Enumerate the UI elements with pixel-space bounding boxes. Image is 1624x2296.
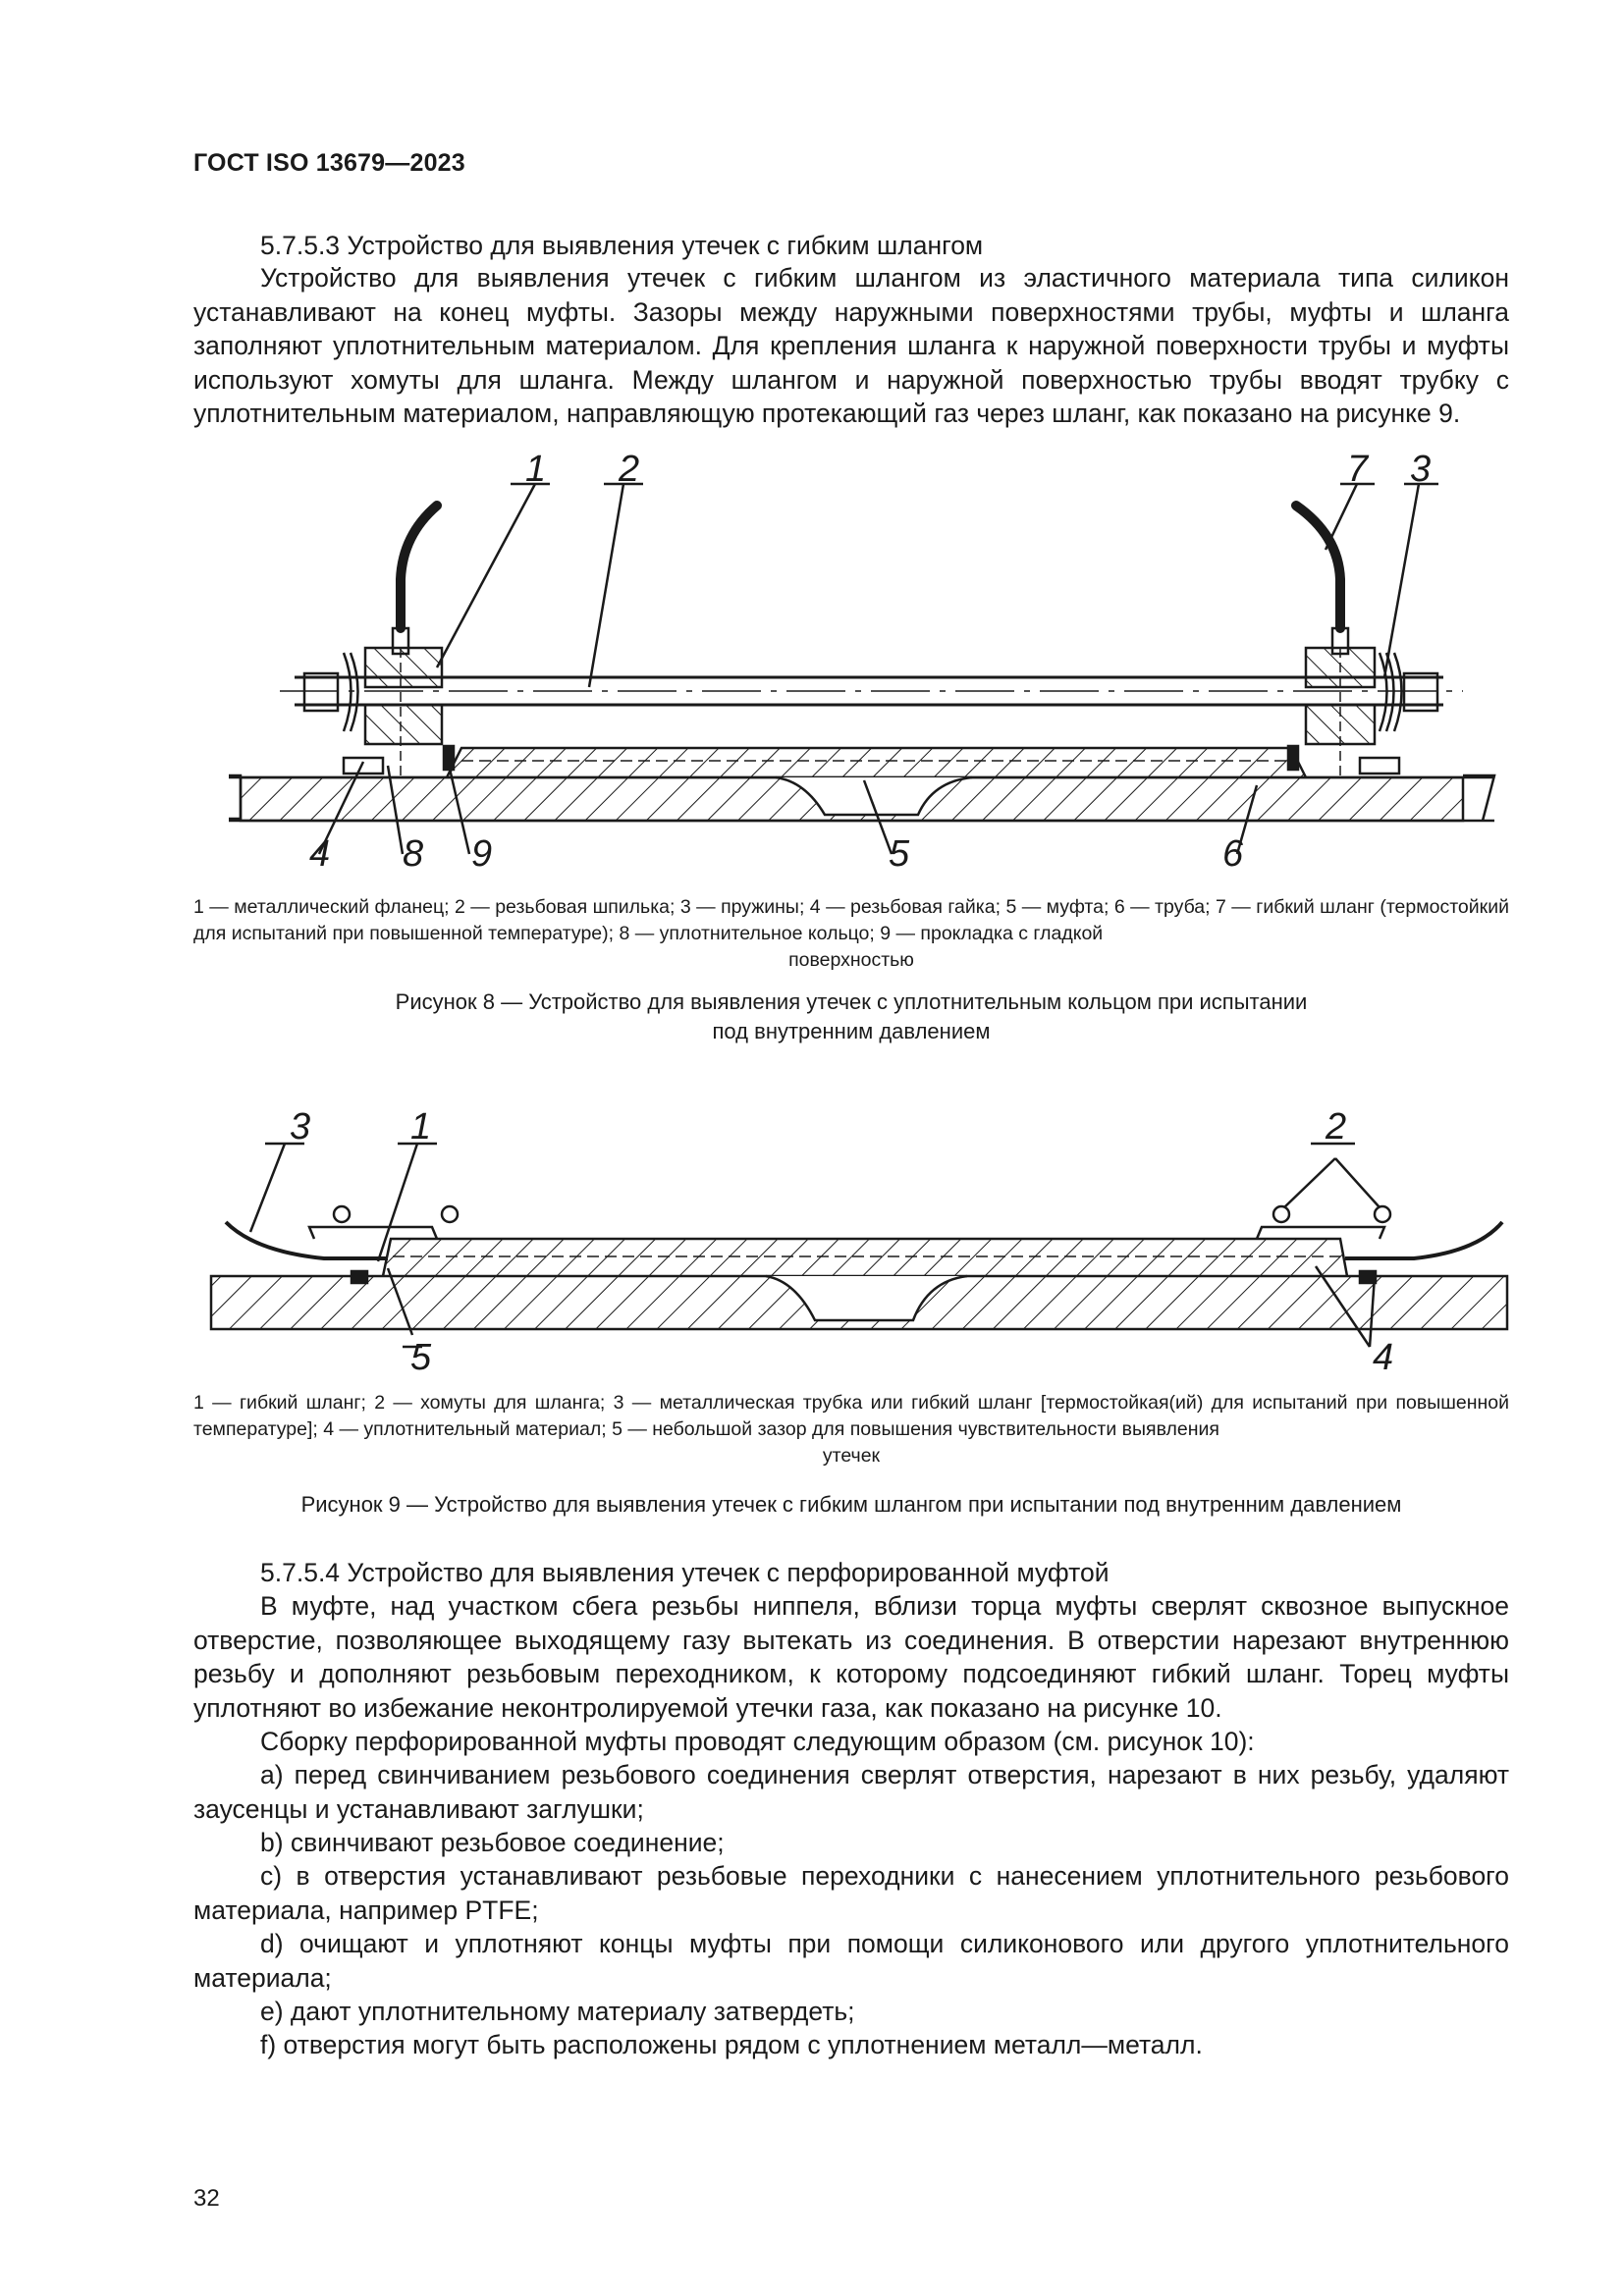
fig8-label-9: 9 [471,833,492,875]
step-c: c) в отверстия устанавливают резьбовые п… [193,1861,1509,1925]
figure-8-drawing: 1 2 7 3 4 8 9 5 6 [229,449,1496,875]
figure-8-caption: Рисунок 8 — Устройство для выявления уте… [395,989,1308,1043]
figure-9-caption: Рисунок 9 — Устройство для выявления уте… [300,1492,1402,1517]
figure-9-legend: 1 — гибкий шланг; 2 — хомуты для шланга;… [193,1392,1509,1467]
fig8-label-6: 6 [1222,833,1244,875]
fig9-label-3: 3 [290,1106,310,1148]
section-5753-title: 5.7.5.3 Устройство для выявления утечек … [260,231,984,260]
fig9-label-2: 2 [1325,1106,1346,1148]
fig8-label-1: 1 [525,449,546,490]
section-5754-body: В муфте, над участком сбега резьбы ниппе… [193,1591,1509,1723]
figure-9-drawing: 3 1 2 5 4 [209,1106,1509,1378]
fig8-label-3: 3 [1410,449,1431,490]
fig9-label-5: 5 [410,1337,432,1378]
fig8-label-2: 2 [618,449,639,490]
step-e: e) дают уплотнительному материалу затвер… [260,1997,855,2026]
page-number: 32 [193,2185,220,2212]
section-5754-title: 5.7.5.4 Устройство для выявления утечек … [260,1558,1110,1587]
step-f: f) отверстия могут быть расположены рядо… [260,2030,1203,2059]
step-d: d) очищают и уплотняют концы муфты при п… [193,1929,1509,1993]
step-b: b) свинчивают резьбовое соединение; [260,1828,725,1857]
fig9-label-4: 4 [1373,1337,1393,1378]
fig8-label-5: 5 [889,833,910,875]
fig9-label-1: 1 [410,1106,431,1148]
section-5753-body: Устройство для выявления утечек с гибким… [193,263,1509,428]
fig8-label-8: 8 [403,833,423,875]
figure-8-legend: 1 — металлический фланец; 2 — резьбовая … [193,896,1509,971]
step-a: a) перед свинчиванием резьбового соедине… [193,1760,1509,1824]
assembly-intro: Сборку перфорированной муфты проводят сл… [260,1727,1255,1756]
fig8-label-4: 4 [309,833,330,875]
fig8-label-7: 7 [1347,449,1370,490]
document-header: ГОСТ ISO 13679—2023 [193,149,465,177]
